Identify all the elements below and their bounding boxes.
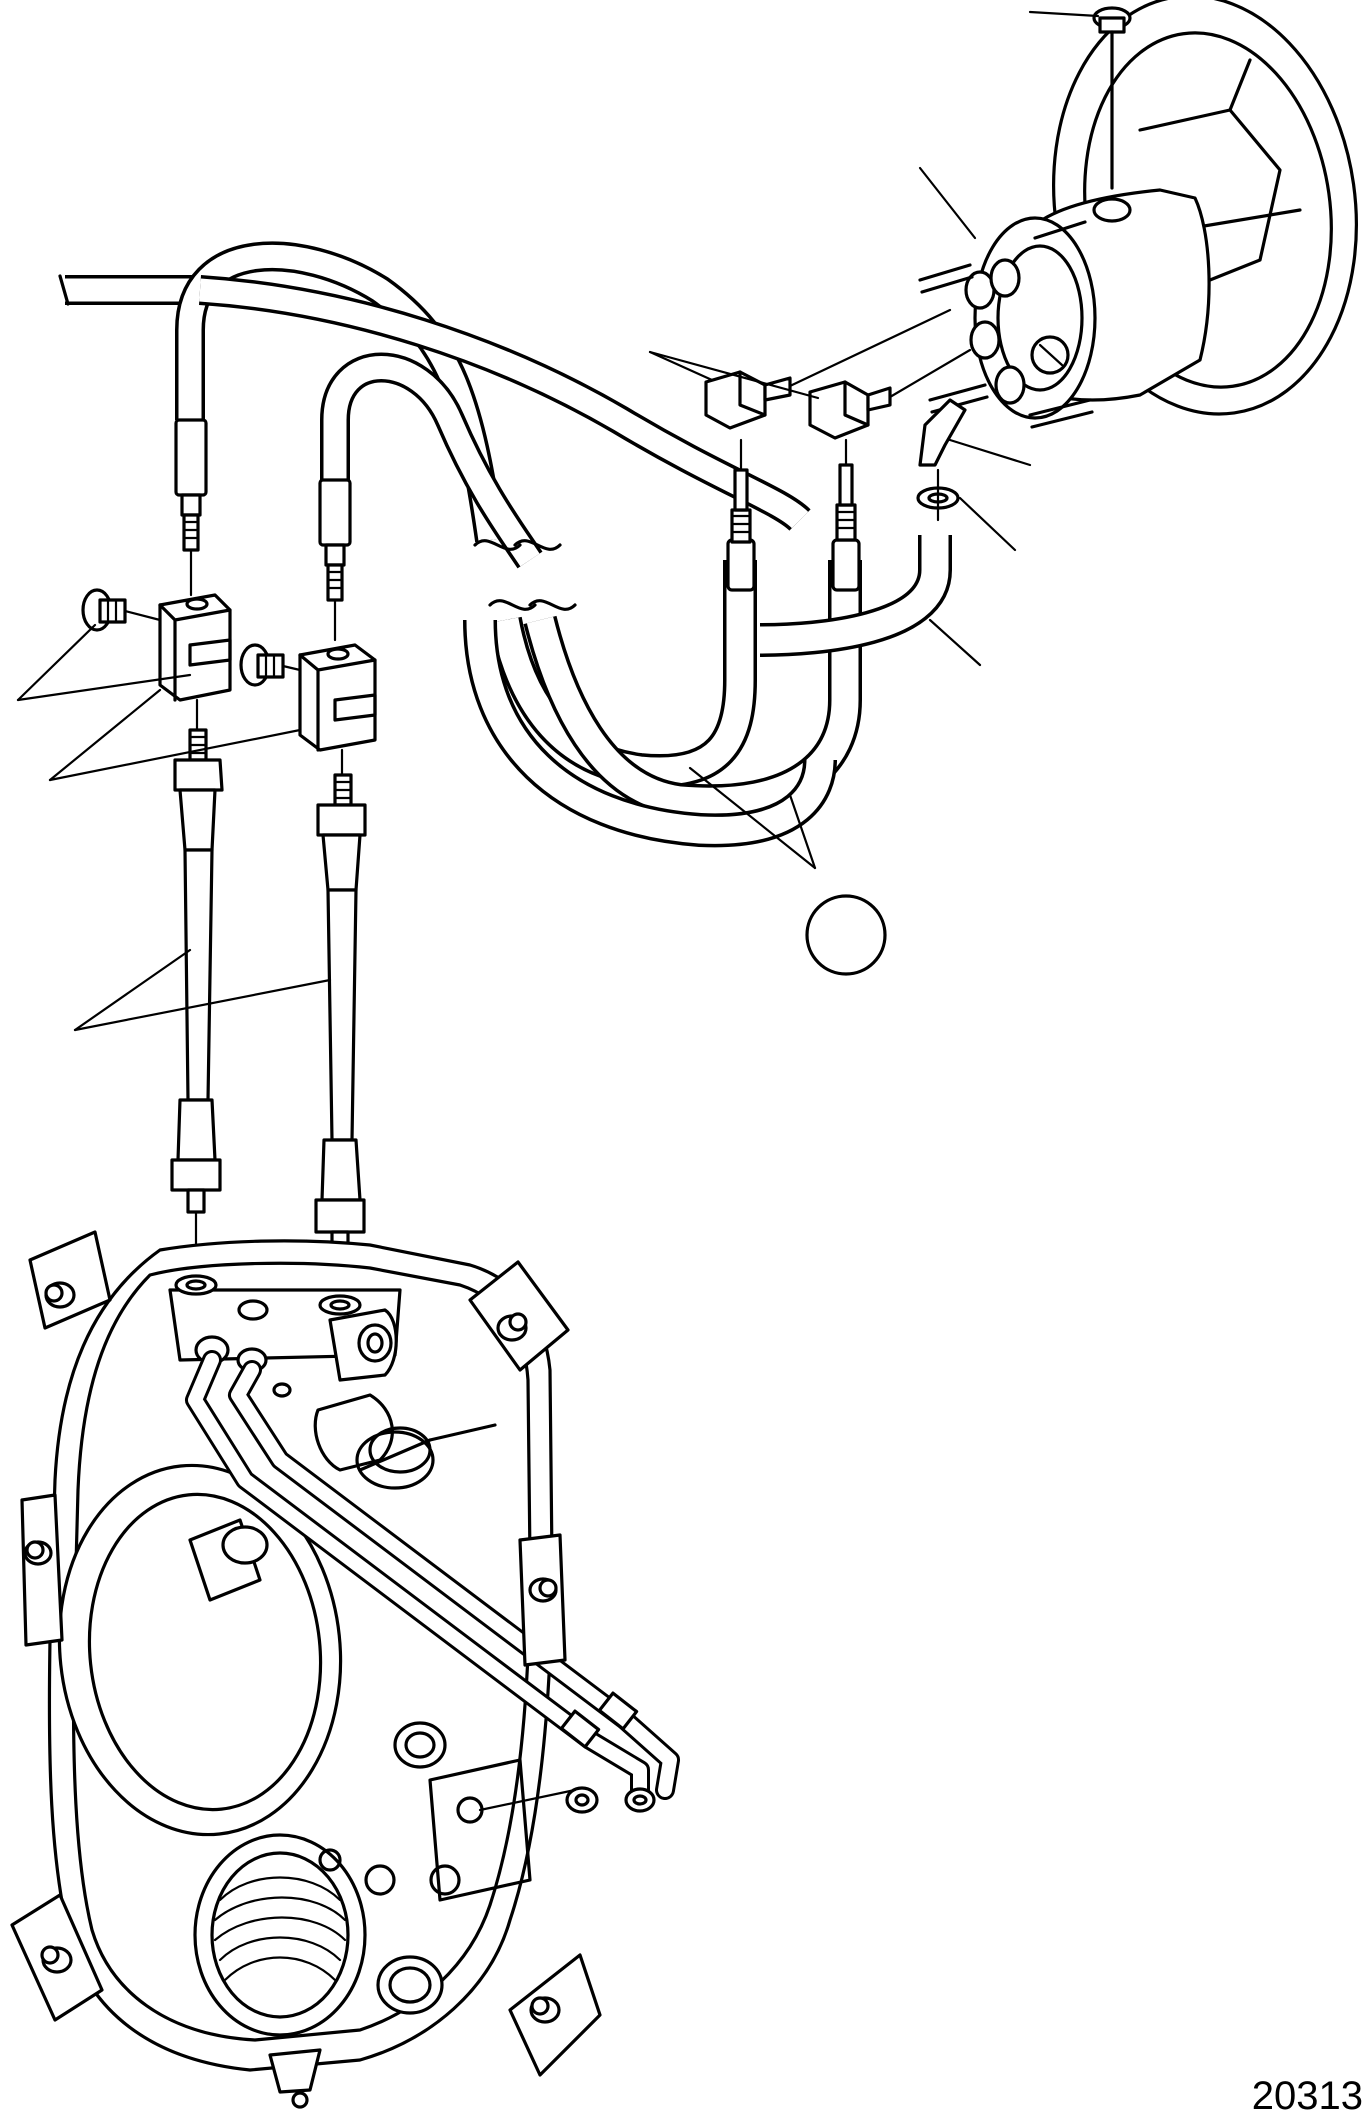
figure-number: 20313 bbox=[1251, 2074, 1363, 2118]
hose-end-fittings-pump bbox=[726, 438, 861, 592]
plug-screws bbox=[81, 588, 302, 687]
helm-pump bbox=[918, 188, 1211, 429]
reference-circle bbox=[805, 894, 887, 976]
connector-block-right bbox=[298, 643, 377, 752]
hydraulic-hoses bbox=[58, 241, 952, 848]
left-fittings bbox=[174, 418, 352, 642]
mounting-brackets bbox=[10, 1230, 602, 2077]
pump-elbow-fittings bbox=[704, 308, 972, 522]
leader-lines bbox=[16, 10, 1100, 1032]
connector-block-left bbox=[158, 593, 232, 702]
cylinder-hoses bbox=[170, 698, 367, 1302]
cylinder-housing bbox=[47, 1239, 680, 2109]
vent-plug bbox=[1092, 6, 1132, 223]
